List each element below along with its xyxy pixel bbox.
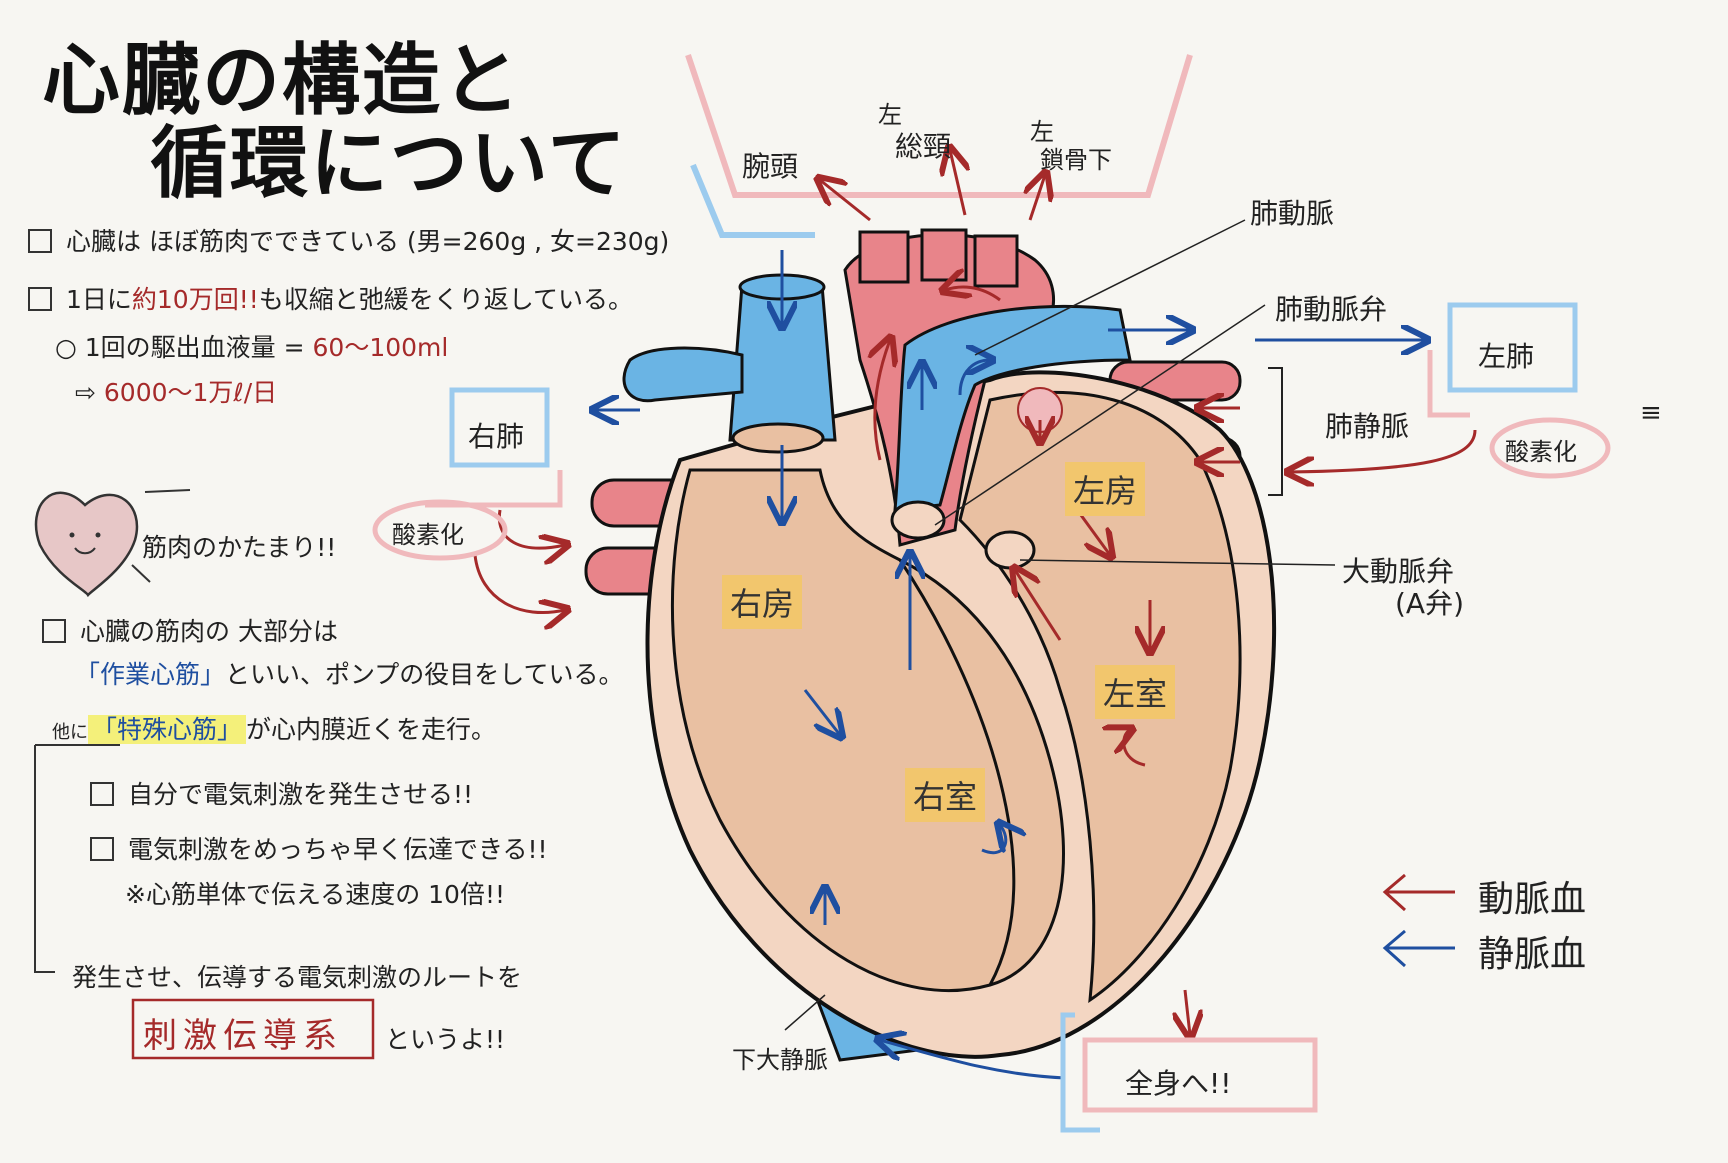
label-left-lung: 左肺	[1478, 340, 1535, 373]
label-left-atrium: 左房	[1065, 462, 1146, 516]
checkbox	[28, 287, 52, 311]
heart-caption: 筋肉のかたまり!!	[142, 533, 337, 562]
label-whole-body: 全身へ!!	[1125, 1067, 1232, 1100]
checkbox	[90, 782, 114, 806]
svc-opening	[731, 422, 825, 454]
conduction-box	[131, 998, 375, 1060]
aortic-valve-opening	[984, 530, 1036, 570]
legend-arterial-blood: 動脈血	[1478, 879, 1587, 920]
label-left-common-2: 総頸	[895, 130, 952, 163]
label-aortic-valve-1: 大動脈弁	[1342, 555, 1455, 588]
label-left-subclavian-2: 鎖骨下	[1040, 146, 1112, 174]
svc-bracket	[690, 163, 815, 238]
label-right-lung: 右肺	[468, 420, 525, 453]
right-lung-box	[449, 387, 550, 468]
arterial-flow-arrows	[473, 150, 1477, 1035]
note-special-muscle: 他に「特殊心筋」が心内膜近くを走行。	[52, 715, 497, 744]
septum	[898, 559, 1016, 986]
left-common-carotid	[920, 228, 968, 282]
note-weight: 心臓は ほぼ筋肉でできている (男=260g , 女=230g)	[28, 222, 669, 258]
label-pulmonary-valve: 肺動脈弁	[1275, 293, 1388, 326]
note-self-stimulus: 自分で電気刺激を発生させる!!	[90, 775, 473, 811]
label-equals-mark: ≡	[1640, 398, 1662, 428]
note-fast-transmission: 電気刺激をめっちゃ早く伝達できる!!	[90, 830, 548, 866]
label-pulmonary-vein: 肺静脈	[1325, 410, 1410, 443]
checkbox	[28, 229, 52, 253]
title-line2: 循環について	[150, 119, 628, 209]
title-line1: 心臓の構造と	[42, 36, 523, 126]
label-oxygenation-right: 酸素化	[1505, 438, 1577, 466]
right-pulmonary-branch	[622, 346, 744, 403]
checkbox	[42, 619, 66, 643]
legend-vein-arrow	[1382, 929, 1455, 968]
cute-heart-icon	[34, 491, 139, 598]
note-muscle: 心臓の筋肉の 大部分は	[42, 612, 338, 648]
note-conduction-end: というよ!!	[385, 1025, 506, 1054]
note-daily-volume: ⇨ 6000〜1万ℓ/日	[75, 378, 278, 407]
pulmonary-vein-brace	[1268, 367, 1283, 496]
venous-flow-arrows	[595, 250, 1425, 1080]
pulmonary-trunk	[893, 304, 1132, 512]
oxygenation-ellipse-left	[372, 499, 508, 561]
left-subclavian	[973, 234, 1019, 288]
label-left-ventricle: 左室	[1095, 665, 1176, 719]
label-left-common-1: 左	[878, 101, 902, 129]
leader-lines	[784, 219, 1336, 1031]
note-stroke-volume: ○ 1回の駆出血液量 = 60〜100ml	[55, 333, 449, 362]
label-right-ventricle: 右室	[905, 768, 986, 822]
whole-body-box	[1082, 1037, 1318, 1113]
label-aortic-valve-2: (A弁)	[1395, 587, 1465, 620]
left-lung-box	[1447, 302, 1578, 393]
special-muscle-bracket	[34, 745, 55, 973]
label-pulmonary-artery: 肺動脈	[1250, 197, 1335, 230]
label-right-atrium: 右房	[722, 575, 803, 629]
label-oxygenation-left: 酸素化	[392, 521, 464, 549]
note-route: 発生させ、伝導する電気刺激のルートを	[72, 963, 523, 992]
note-10x: ※心筋単体で伝える速度の 10倍!!	[125, 880, 506, 909]
label-brachiocephalic: 腕頭	[742, 150, 799, 183]
conduction-system: 刺激伝導系	[143, 1016, 343, 1056]
brachiocephalic-trunk	[858, 230, 910, 284]
valve-opening	[890, 500, 946, 540]
note-beats: 1日に約10万回!!も収縮と弛緩をくり返している。	[28, 280, 633, 316]
legend-artery-arrow	[1382, 873, 1455, 912]
checkbox	[90, 837, 114, 861]
oxygenation-ellipse-right	[1489, 417, 1611, 479]
label-left-subclavian-1: 左	[1030, 118, 1054, 146]
label-ivc: 下大静脈	[732, 1046, 828, 1074]
legend-venous-blood: 静脈血	[1478, 934, 1587, 975]
body-bracket-top	[685, 54, 1193, 198]
note-working-muscle: 「作業心筋」といい、ポンプの役目をしている。	[75, 660, 624, 689]
